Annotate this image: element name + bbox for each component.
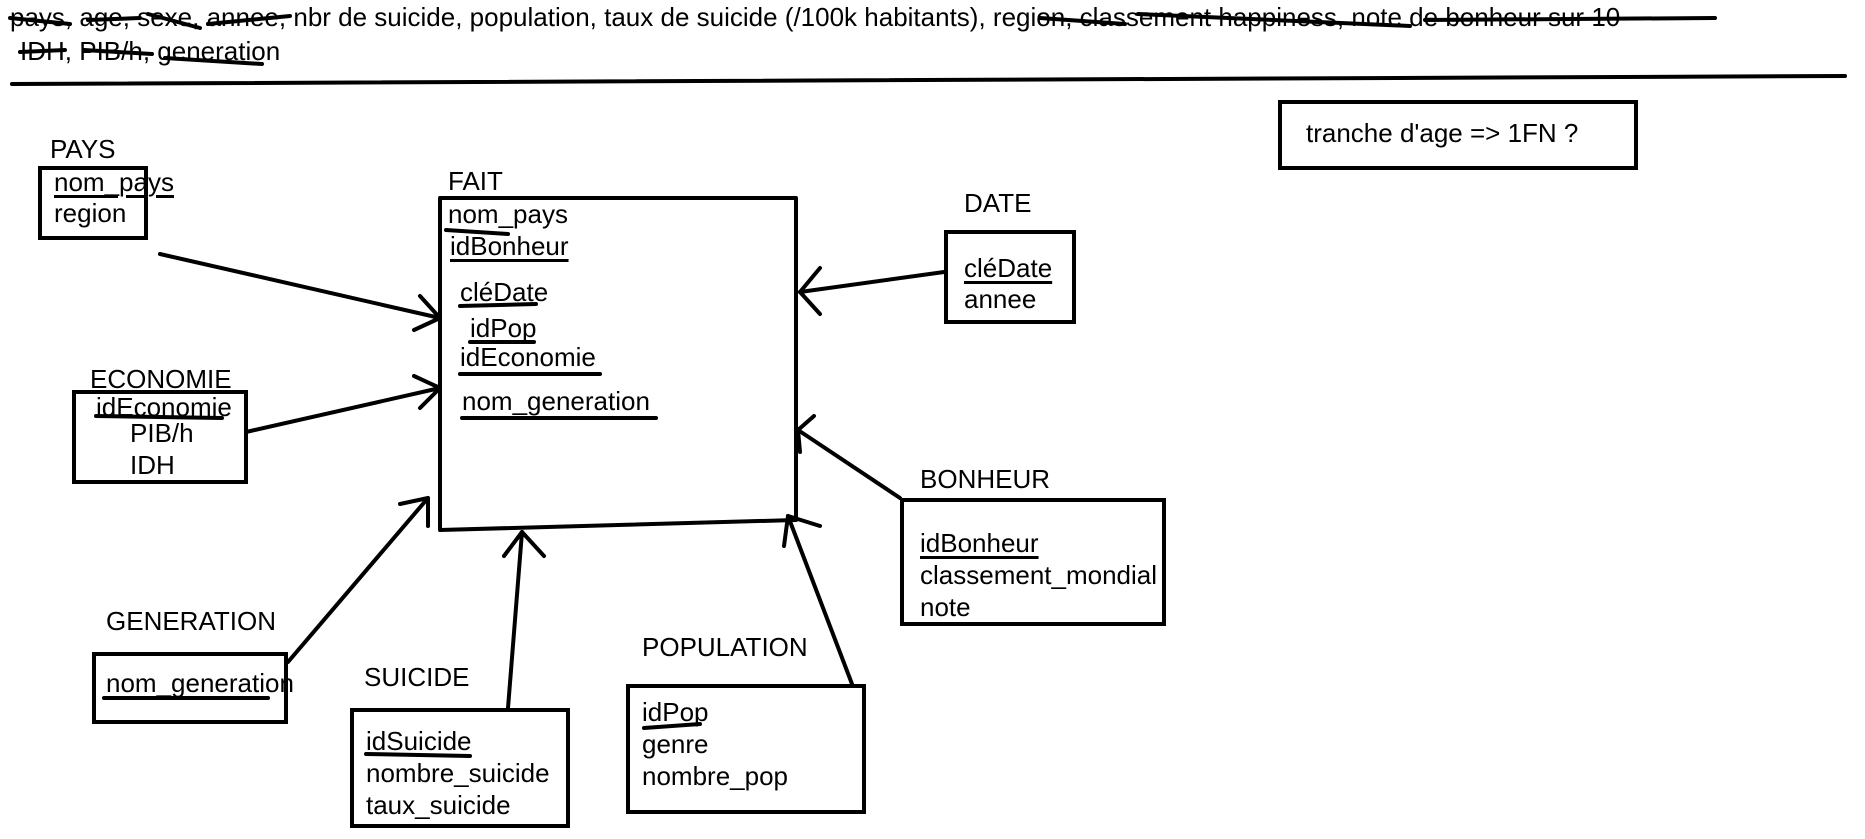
field-date-cledate: cléDate (964, 253, 1053, 283)
field-bonheur-id: idBonheur (920, 528, 1039, 558)
entity-generation-box (92, 652, 288, 724)
entity-title-population: POPULATION (642, 632, 808, 662)
field-fait-ideconomie: idEconomie (460, 342, 596, 372)
strike-annee (206, 14, 292, 26)
strike-note (1423, 16, 1717, 22)
hdr-sep: , (192, 2, 207, 32)
field-population-genre: genre (642, 729, 709, 759)
field-economie-pibh: PIB/h (130, 418, 194, 448)
field-fait-cledate: cléDate (460, 277, 549, 307)
entity-title-fait: FAIT (448, 166, 503, 196)
field-pays-nom-pays: nom_pays (54, 167, 174, 197)
entity-title-bonheur: BONHEUR (920, 464, 1051, 494)
field-fait-idpop: idPop (470, 313, 537, 343)
ul-pop-id (642, 722, 702, 730)
strike-region (1038, 16, 1127, 26)
field-fait-nom-generation: nom_generation (462, 386, 650, 416)
header-line-2: IDH, PIB/h, generation (20, 36, 280, 66)
arrow-pays-fait (158, 252, 442, 320)
entity-title-suicide: SUICIDE (364, 662, 470, 692)
field-suicide-nombre: nombre_suicide (366, 758, 550, 788)
hdr-sep: , (64, 2, 80, 32)
arrow-generation-fait (286, 496, 430, 664)
hdr-sep: , (142, 36, 158, 66)
field-generation-nom: nom_generation (106, 668, 294, 698)
hdr-sep: , (1065, 2, 1080, 32)
arrowhead-suicide-fait (502, 530, 546, 558)
entity-date-box (944, 230, 1076, 324)
entity-title-economie: ECONOMIE (90, 364, 232, 394)
arrowhead-date-fait (798, 266, 822, 316)
hdr-sep: , (64, 36, 80, 66)
fait-box (438, 196, 798, 532)
strike-classement (1136, 12, 1412, 28)
hdr-generation: generation (157, 36, 281, 66)
strike-idh (18, 48, 67, 54)
header-separator (10, 74, 1847, 86)
note-box: tranche d'age => 1FN ? (1278, 100, 1638, 170)
field-bonheur-note: note (920, 592, 971, 622)
field-pays-region: region (54, 198, 127, 228)
arrow-suicide-fait (506, 530, 524, 710)
hdr-sexe: sexe (137, 2, 193, 32)
field-fait-idbonheur: idBonheur (450, 231, 569, 261)
entity-pays-box (38, 166, 148, 240)
hdr-idh: IDH (20, 36, 65, 66)
field-fait-nom-pays: nom_pays (448, 199, 568, 229)
arrow-bonheur-fait (796, 428, 902, 500)
arrow-date-fait (798, 270, 946, 294)
ul-eco-id (94, 414, 224, 420)
field-date-annee: annee (964, 284, 1037, 314)
strike-pibh (82, 48, 154, 56)
hdr-sep: , (122, 2, 138, 32)
entity-title-pays: PAYS (50, 134, 116, 164)
hdr-age: age (79, 2, 123, 32)
ul-suicide-id (364, 752, 472, 758)
header-line-1: pays, age, sexe, annee, nbr de suicide, … (10, 2, 1620, 32)
ul-fait-cledate (458, 302, 538, 308)
field-population-id: idPop (642, 697, 709, 727)
arrow-population-fait (786, 514, 854, 686)
field-economie-id: idEconomie (96, 392, 232, 422)
arrowhead-generation-fait (398, 496, 430, 528)
hdr-note: note de bonheur sur 10 (1351, 2, 1621, 32)
hdr-main-text: , nbr de suicide, population, taux de su… (278, 2, 993, 32)
field-suicide-id: idSuicide (366, 726, 472, 756)
hdr-annee: annee (206, 2, 279, 32)
strike-generation (163, 56, 264, 66)
hdr-region: region (992, 2, 1066, 32)
entity-population-box (626, 684, 866, 814)
field-bonheur-classement: classement_mondial (920, 560, 1158, 590)
hdr-classement: classement happiness (1079, 2, 1337, 32)
ul-fait-nom-pays (444, 228, 510, 236)
field-bonheur-classement-clip: classement_mondial (920, 560, 1158, 592)
strike-age (86, 16, 142, 22)
field-suicide-taux: taux_suicide (366, 790, 511, 820)
hdr-pibh: PIB/h (79, 36, 143, 66)
arrow-economie-fait (244, 386, 442, 434)
strike-pays (8, 16, 72, 26)
strike-sexe (146, 12, 202, 30)
arrowhead-population-fait (782, 514, 822, 548)
field-economie-idh: IDH (130, 450, 175, 480)
entity-bonheur-box (900, 498, 1166, 626)
hdr-pays: pays (10, 2, 65, 32)
field-population-nombre: nombre_pop (642, 761, 788, 791)
hdr-sep: , (1336, 2, 1352, 32)
note-text: tranche d'age => 1FN ? (1306, 118, 1579, 148)
entity-suicide-box (350, 708, 570, 828)
entity-title-generation: GENERATION (106, 606, 276, 636)
entity-title-date: DATE (964, 188, 1032, 218)
entity-economie-box (72, 390, 248, 484)
